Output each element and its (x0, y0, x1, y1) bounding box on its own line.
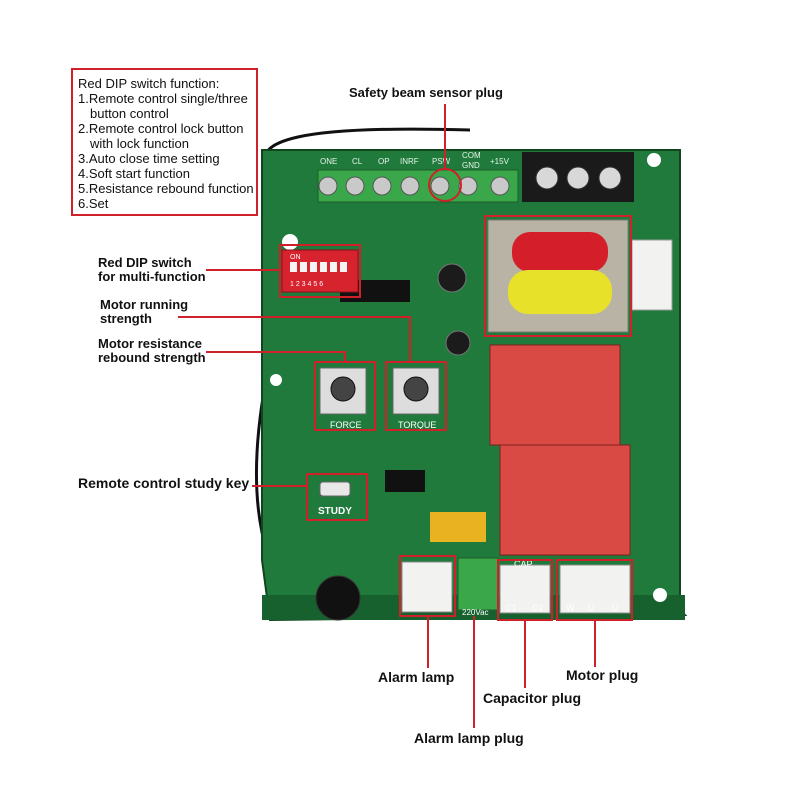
dip-function-item-2-cont: with lock function (90, 136, 189, 151)
dip-function-item-2: 2.Remote control lock button (78, 121, 244, 136)
highlight-safety-beam (428, 168, 462, 202)
callout-motor-running-line1: Motor running (100, 297, 189, 312)
yellow-relay (430, 512, 486, 542)
plug-label-c1: C1 (505, 603, 517, 613)
callout-motor-resistance-line2: rebound strength (98, 350, 206, 365)
dip-levers (290, 262, 347, 272)
callout-alarm-lamp: Alarm lamp (378, 669, 455, 685)
dip-function-heading: Red DIP switch function: (78, 76, 220, 91)
terminal-label-gnd: GND (462, 161, 480, 170)
transformer-coil-yellow (508, 270, 612, 314)
knob-torque[interactable] (403, 376, 429, 402)
study-button[interactable] (319, 481, 351, 497)
callout-dip-switch-line1: Red DIP switch (98, 255, 192, 270)
plug-label-w: W (566, 603, 575, 613)
callout-dip-switch-line2: for multi-function (98, 269, 206, 284)
callout-capacitor-plug: Capacitor plug (483, 690, 582, 706)
knob-force-label: FORCE (330, 420, 362, 430)
callout-motor-plug: Motor plug (566, 667, 639, 683)
capacitor-plug-housing (499, 564, 551, 614)
connector-white (631, 239, 673, 311)
plug-label-u2: U (612, 603, 619, 613)
terminal-label-psw: PSW (432, 157, 451, 166)
alarm-lamp-terminal (457, 557, 499, 611)
terminal-label-inrf: INRF (400, 157, 419, 166)
dip-function-box: Red DIP switch function: 1.Remote contro… (71, 68, 258, 216)
dip-function-item-6: 6.Set (78, 196, 109, 211)
terminal-label-one: ONE (320, 157, 337, 166)
knob-torque-label: TORQUE (398, 420, 436, 430)
transformer-coil-red (512, 232, 608, 272)
ic-chip-small (385, 470, 425, 492)
terminal-label-15v: +15V (490, 157, 510, 166)
highlight-boxes (279, 168, 633, 621)
relay-2 (499, 444, 631, 556)
power-terminal-screws (535, 166, 622, 190)
dip-function-item-4: 4.Soft start function (78, 166, 191, 181)
leader-lines (178, 104, 596, 728)
callout-motor-resistance-line1: Motor resistance (98, 336, 203, 351)
plug-label-c2: C2 (532, 603, 544, 613)
callout-motor-running-line2: strength (100, 311, 152, 326)
mount-hole (653, 588, 667, 602)
callout-alarm-lamp-plug: Alarm lamp plug (414, 730, 524, 746)
highlight-knob-torque (385, 361, 447, 431)
dip-function-item-1-cont: button control (90, 106, 169, 121)
callout-study-key: Remote control study key (78, 475, 250, 491)
alarm-lamp-plug-housing (401, 561, 453, 613)
plug-label-u1: U (588, 603, 595, 613)
highlight-transformer (484, 215, 632, 337)
knob-force[interactable] (330, 376, 356, 402)
terminal-screws (318, 176, 510, 196)
capacitor-small (445, 330, 471, 356)
callout-safety-beam: Safety beam sensor plug (349, 85, 503, 100)
dip-number-text: 1 2 3 4 5 6 (290, 281, 323, 288)
mount-hole (270, 374, 282, 386)
mount-hole (647, 153, 661, 167)
mount-hole (282, 234, 298, 250)
dip-function-item-3: 3.Auto close time setting (78, 151, 220, 166)
highlight-study (306, 473, 368, 521)
terminal-label-op: OP (378, 157, 390, 166)
dip-function-item-1: 1.Remote control single/three (78, 91, 248, 106)
relay-1 (489, 344, 621, 446)
buzzer (315, 575, 361, 621)
dip-on-text: ON (290, 254, 301, 261)
dip-function-item-5: 5.Resistance rebound function (78, 181, 254, 196)
capacitor (437, 263, 467, 293)
plug-label-220vac: 220Vac (462, 608, 489, 617)
terminal-label-com: COM (462, 151, 481, 160)
motor-plug-housing (559, 564, 631, 614)
terminal-label-cl: CL (352, 157, 363, 166)
study-label: STUDY (318, 506, 352, 517)
plug-label-cap: CAP (514, 559, 533, 569)
